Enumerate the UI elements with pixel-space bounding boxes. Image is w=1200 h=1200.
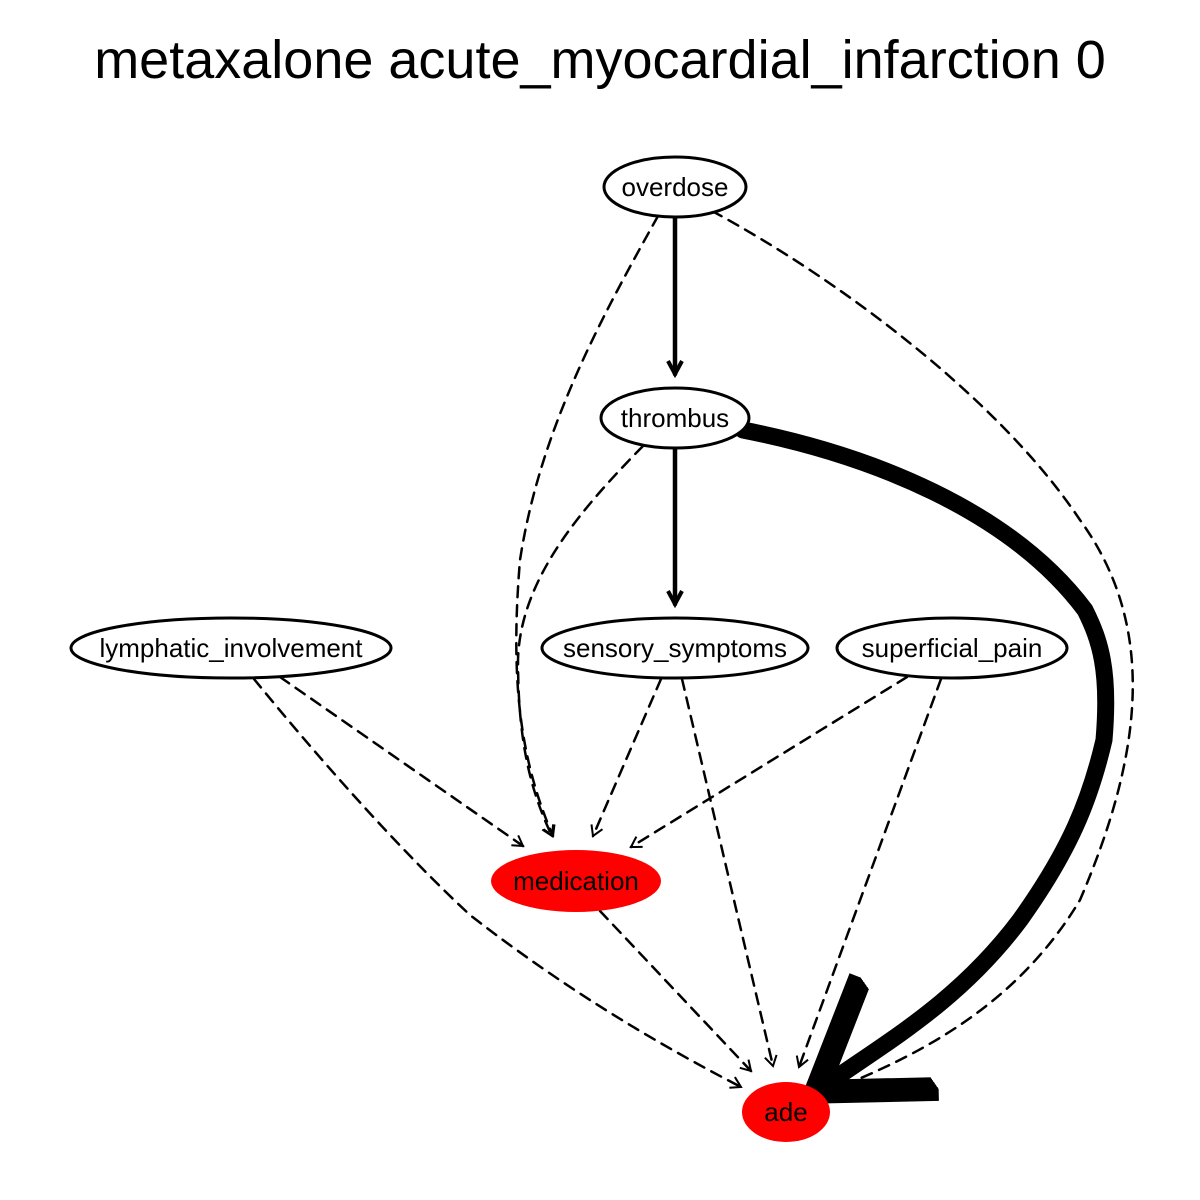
node-superficial-pain-shape — [835, 616, 1069, 680]
edge-sensory-symptoms-to-ade — [680, 677, 778, 1068]
edge-lymphatic-involvement-to-ade — [252, 677, 743, 1089]
node-sensory-symptoms-label: sensory_symptoms — [563, 633, 787, 663]
node-sensory-symptoms-shape — [540, 616, 810, 680]
node-thrombus: thrombus — [599, 386, 751, 450]
edge-superficial-pain-to-ade — [795, 677, 943, 1069]
node-superficial-pain-label: superficial_pain — [862, 633, 1043, 663]
node-lymphatic-involvement-label: lymphatic_involvement — [99, 633, 363, 663]
edge-overdose-to-ade — [710, 209, 1134, 1089]
node-medication-label: medication — [513, 866, 639, 896]
edge-sensory-symptoms-to-medication — [590, 677, 663, 838]
page-title: metaxalone acute_myocardial_infarction 0 — [94, 30, 1106, 90]
node-ade-label: ade — [764, 1097, 807, 1127]
node-lymphatic-involvement: lymphatic_involvement — [69, 616, 393, 680]
edge-lymphatic-involvement-to-medication — [278, 675, 525, 848]
node-overdose-shape — [602, 155, 748, 219]
node-medication: medication — [491, 850, 661, 912]
edge-medication-to-ade — [598, 909, 753, 1073]
nodes-layer: overdose thrombus lymphatic_involvement sen… — [69, 155, 1069, 1142]
node-thrombus-shape — [599, 386, 751, 450]
edge-superficial-pain-to-medication — [629, 675, 909, 849]
edge-thrombus-to-medication — [516, 444, 645, 838]
edge-overdose-to-medication — [515, 214, 660, 838]
node-sensory-symptoms: sensory_symptoms — [540, 616, 810, 680]
node-ade: ade — [742, 1082, 830, 1142]
edges-layer — [252, 209, 1134, 1089]
node-superficial-pain: superficial_pain — [835, 616, 1069, 680]
node-ade-shape — [742, 1082, 830, 1142]
node-medication-shape — [491, 850, 661, 912]
node-lymphatic-involvement-shape — [69, 616, 393, 680]
node-thrombus-label: thrombus — [621, 403, 729, 433]
node-overdose-label: overdose — [622, 172, 729, 202]
node-overdose: overdose — [602, 155, 748, 219]
edge-thrombus-to-ade — [734, 421, 1115, 1082]
